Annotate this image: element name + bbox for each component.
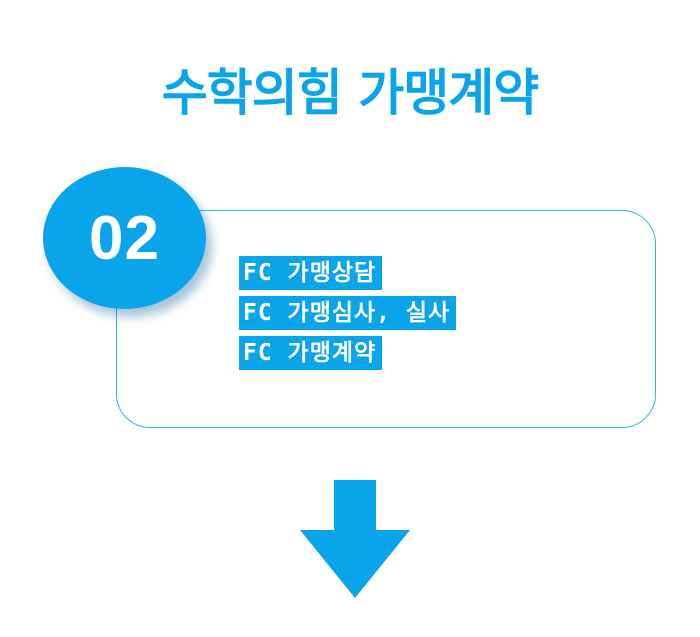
arrow-down-shape	[300, 480, 410, 598]
step-item-contract: FC 가맹계약	[239, 336, 383, 370]
step-item-review: FC 가맹심사, 실사	[239, 296, 457, 330]
arrow-down-icon	[300, 480, 410, 598]
step-number-badge: 02	[43, 167, 206, 309]
step-items-list: FC 가맹상담 FC 가맹심사, 실사 FC 가맹계약	[239, 256, 457, 376]
page-title: 수학의힘 가맹계약	[161, 64, 539, 122]
step-number: 02	[89, 204, 160, 273]
step-item-consultation: FC 가맹상담	[239, 256, 383, 290]
